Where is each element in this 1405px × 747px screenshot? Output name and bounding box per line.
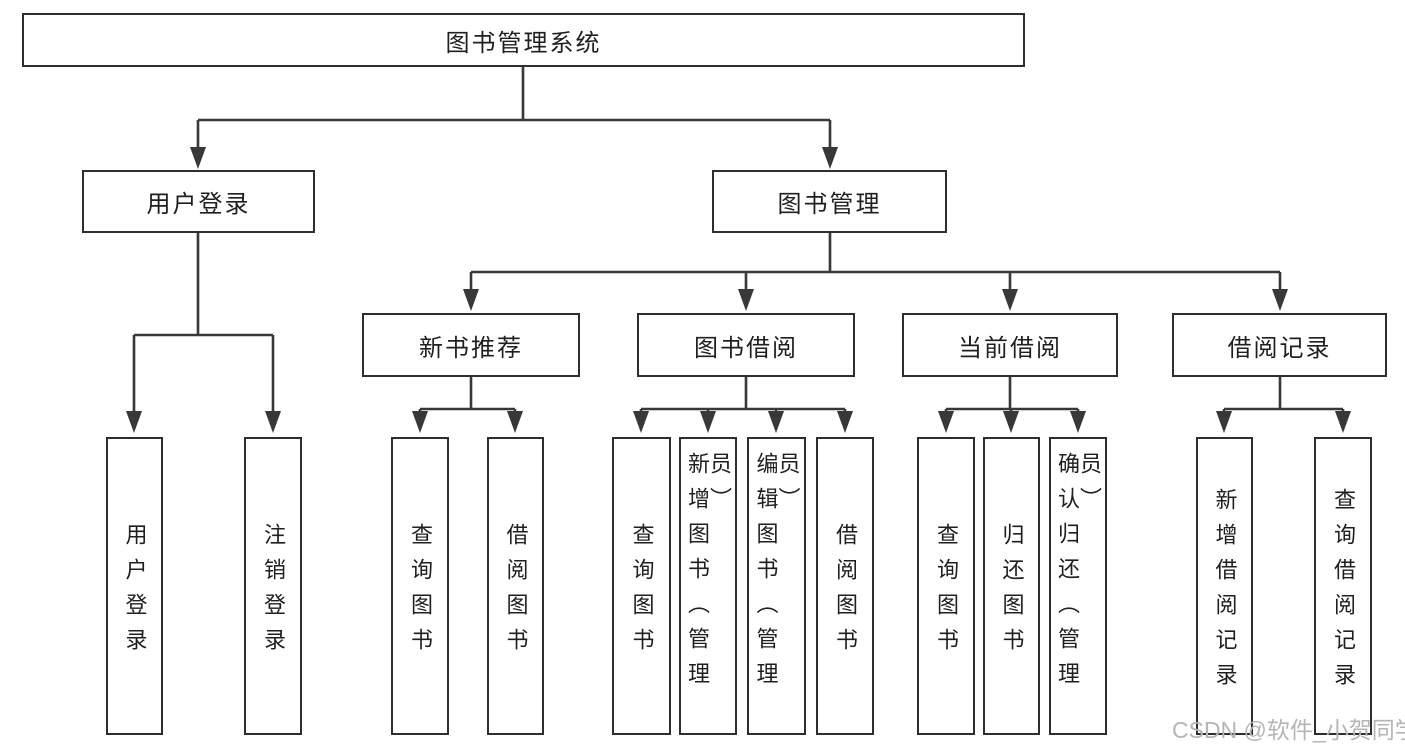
leaf-logout-label: 注销登录 (261, 522, 286, 663)
leaf-bb-query-books: 查询图书 (612, 437, 671, 735)
leaf-nb-borrow-books-label: 借阅图书 (503, 522, 529, 663)
leaf-cb-return-books-label: 归还图书 (999, 522, 1025, 663)
node-book-management-label: 图书管理 (777, 191, 882, 218)
leaf-bb-borrow-books-label: 借阅图书 (833, 522, 858, 663)
node-book-borrowing-label: 图书借阅 (694, 334, 798, 362)
node-borrowing-records: 借阅记录 (1172, 313, 1387, 377)
node-new-book-recommend: 新书推荐 (362, 313, 580, 377)
csdn-watermark: CSDN @软件_小贺同学 (1172, 717, 1405, 743)
leaf-cb-confirm-return-admin: 确认归还（管理员） (1049, 437, 1107, 735)
leaf-bb-edit-books-admin: 编辑图书（管理员） (747, 437, 806, 735)
leaf-bb-add-books-admin-label: 新增图书（管理员） (685, 452, 732, 697)
node-book-management: 图书管理 (712, 170, 947, 233)
node-new-book-recommend-label: 新书推荐 (419, 334, 523, 362)
leaf-logout: 注销登录 (244, 437, 302, 735)
node-book-borrowing: 图书借阅 (637, 313, 855, 377)
leaf-nb-query-books-label: 查询图书 (408, 522, 433, 663)
leaf-br-query-record: 查询借阅记录 (1314, 437, 1372, 735)
node-current-borrowing: 当前借阅 (902, 313, 1118, 377)
leaf-br-query-record-label: 查询借阅记录 (1331, 487, 1356, 698)
leaf-nb-query-books: 查询图书 (391, 437, 449, 735)
node-user-login: 用户登录 (82, 170, 315, 233)
node-current-borrowing-label: 当前借阅 (958, 334, 1062, 362)
leaf-nb-borrow-books: 借阅图书 (487, 437, 544, 735)
leaf-user-login: 用户登录 (106, 437, 163, 735)
leaf-bb-add-books-admin: 新增图书（管理员） (679, 437, 737, 735)
node-root-label: 图书管理系统 (445, 29, 602, 57)
leaf-bb-query-books-label: 查询图书 (629, 522, 655, 663)
node-root: 图书管理系统 (22, 13, 1025, 67)
leaf-cb-return-books: 归还图书 (983, 437, 1040, 735)
leaf-bb-edit-books-admin-label: 编辑图书（管理员） (753, 452, 801, 697)
leaf-br-add-record: 新增借阅记录 (1196, 437, 1253, 735)
leaf-bb-borrow-books: 借阅图书 (816, 437, 874, 735)
node-user-login-label: 用户登录 (146, 191, 251, 218)
leaf-cb-query-books-label: 查询图书 (934, 522, 959, 663)
leaf-br-add-record-label: 新增借阅记录 (1212, 487, 1238, 698)
leaf-cb-query-books: 查询图书 (917, 437, 975, 735)
leaf-cb-confirm-return-admin-label: 确认归还（管理员） (1055, 452, 1102, 697)
leaf-user-login-label: 用户登录 (122, 522, 148, 663)
node-borrowing-records-label: 借阅记录 (1227, 334, 1332, 362)
